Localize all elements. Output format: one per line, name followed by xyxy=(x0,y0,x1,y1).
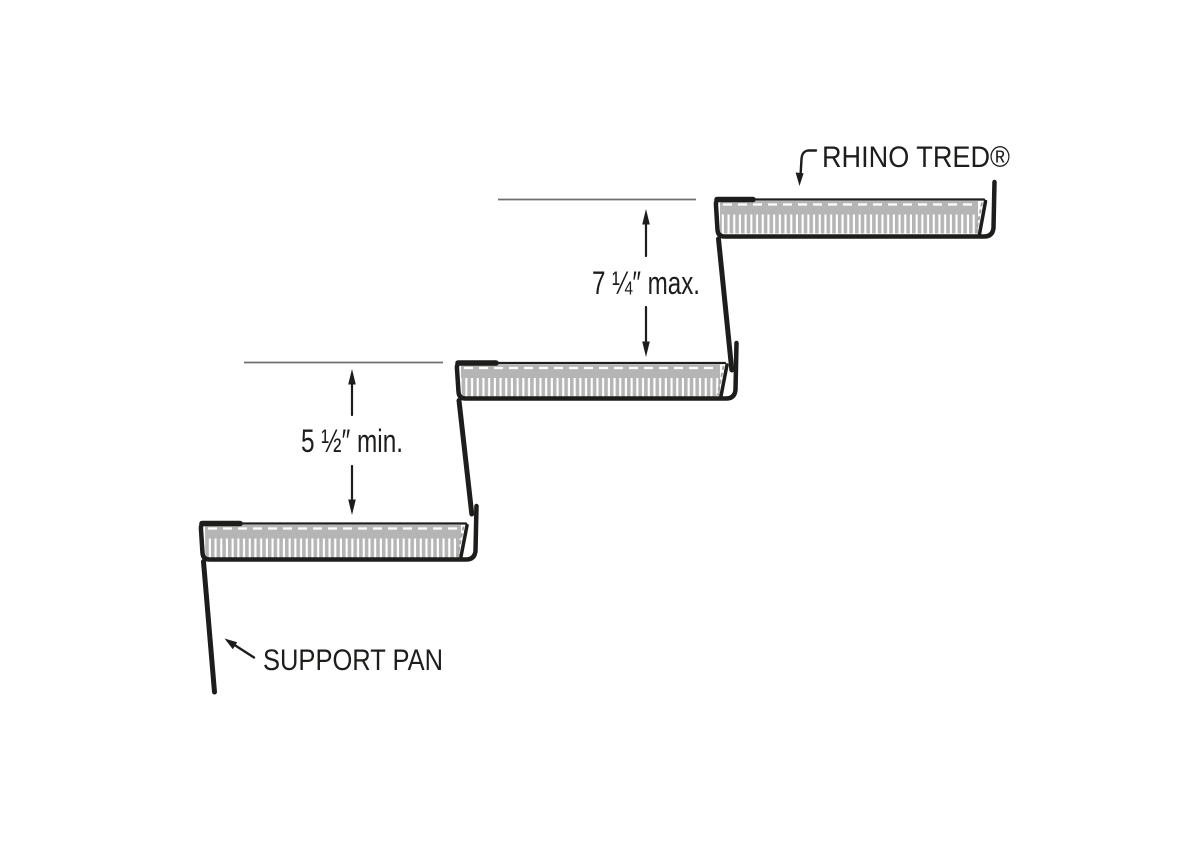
dimension-label-riser-min: 5 ½″ min. xyxy=(301,423,403,459)
dimension-riser-max: 7 ¼″ max. xyxy=(592,209,700,357)
tread-insert-ribs xyxy=(205,538,461,558)
support-pan-callout: SUPPORT PAN xyxy=(224,638,443,677)
tread-insert-edge xyxy=(716,365,725,396)
riser-line-lower xyxy=(456,398,475,517)
product-leader-line xyxy=(799,149,818,178)
support-pan-line xyxy=(201,559,217,695)
support-pan-label: SUPPORT PAN xyxy=(263,644,443,677)
support-leader-line xyxy=(231,642,256,659)
tread-pan-wall xyxy=(459,523,469,559)
product-leader-arrow-down-icon xyxy=(795,172,804,186)
tread-insert-edge xyxy=(456,526,465,557)
riser-line-upper xyxy=(716,236,735,373)
dim-arrow-down-icon xyxy=(642,341,650,357)
tread-insert-band xyxy=(720,201,978,215)
tread-middle xyxy=(454,340,739,401)
support-leader-arrow-up-left-icon xyxy=(224,638,238,650)
dim-arrow-down-icon xyxy=(348,499,356,515)
product-label: RHINO TRED® xyxy=(822,141,1010,174)
dim-arrow-up-icon xyxy=(642,209,650,225)
tread-bottom xyxy=(198,503,479,562)
tread-insert-band xyxy=(461,364,720,378)
dimension-riser-min: 5 ½″ min. xyxy=(301,369,403,515)
tread-pan-wall xyxy=(719,363,729,398)
tread-insert-band xyxy=(205,525,461,539)
dimension-label-riser-max: 7 ¼″ max. xyxy=(592,265,700,301)
tread-insert-ribs xyxy=(720,214,978,234)
tread-insert-ribs xyxy=(461,378,720,397)
dim-arrow-up-icon xyxy=(348,369,356,385)
product-callout: RHINO TRED® xyxy=(795,141,1010,186)
tread-pan-wall xyxy=(977,199,988,236)
tread-top xyxy=(713,179,997,239)
tread-insert-edge xyxy=(975,202,983,234)
